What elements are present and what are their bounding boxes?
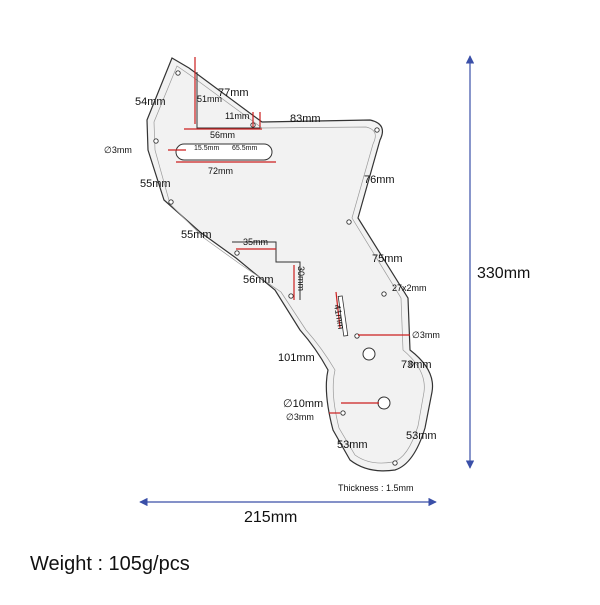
control-hole-lower [377,396,391,410]
label-35mm: 35mm [243,237,268,247]
label-73mm: 73mm [401,359,432,371]
label-77mm: 77mm [218,87,249,99]
label-53mm-left: 53mm [337,439,368,451]
screw-holes [153,70,414,466]
pickup-slot [175,143,273,161]
label-54mm: 54mm [135,96,166,108]
label-11mm: 11mm [225,111,249,121]
red-dimensions [168,57,410,414]
label-72mm: 72mm [208,166,233,176]
pickguard-outline [146,57,434,472]
label-27x2mm: 27x2mm [392,283,427,293]
label-76mm: 76mm [364,174,395,186]
label-15-5mm: 15.5mm [194,145,219,152]
switch-slot [337,295,349,337]
label-53mm-right: 53mm [406,430,437,442]
control-cavity [232,241,301,300]
label-30mm: 30mm [296,266,306,291]
label-height-330mm: 330mm [477,265,530,282]
label-51mm: 51mm [197,94,222,104]
label-hole-10mm: ∅10mm [283,398,323,410]
label-65-5mm: 65.5mm [232,145,257,152]
label-75mm: 75mm [372,253,403,265]
control-hole-upper [362,347,376,361]
label-101mm: 101mm [278,352,315,364]
label-56mm-top: 56mm [210,130,235,140]
label-41mm: 41mm [332,304,346,330]
label-56mm-lower: 56mm [243,274,274,286]
weight-text: Weight : 105g/pcs [30,553,190,575]
label-hole-3mm-lower: ∅3mm [286,412,314,422]
label-width-215mm: 215mm [244,509,297,526]
label-hole-3mm-left: ∅3mm [104,145,132,155]
label-55mm-lower: 55mm [181,229,212,241]
label-83mm: 83mm [290,113,321,125]
label-55mm-upper: 55mm [140,178,171,190]
label-thickness: Thickness : 1.5mm [338,483,414,493]
label-hole-3mm-right: ∅3mm [412,330,440,340]
